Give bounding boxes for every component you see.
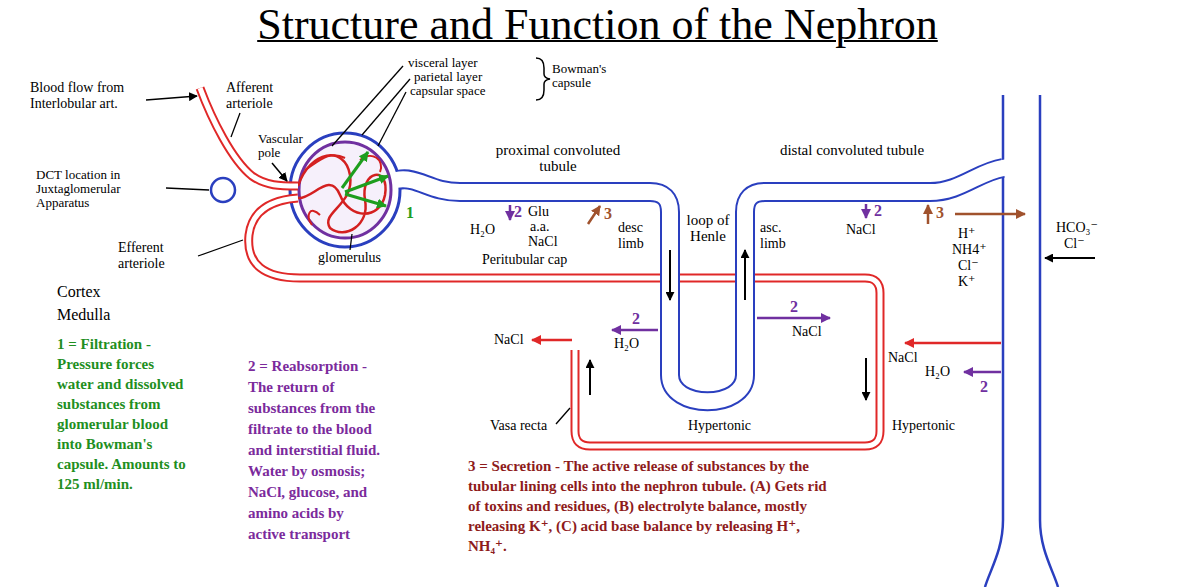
region-label: Medulla — [57, 305, 110, 325]
solute-label: H₂O — [470, 222, 495, 238]
solute-label: NaCl — [494, 332, 524, 348]
ion-label: NH4⁺ — [952, 242, 987, 258]
bicarbonate-arrow — [1045, 257, 1095, 259]
solute-label: NaCl — [792, 324, 822, 340]
nacl-arrow — [532, 339, 572, 342]
solute-label: a.a. — [530, 219, 549, 235]
reabsorption-arrow — [509, 205, 512, 220]
collecting-duct-wall — [1040, 95, 1058, 587]
anatomy-label: DCT location in Juxtaglomerular Apparatu… — [36, 168, 164, 210]
anatomy-label: distal convoluted tubule — [772, 142, 932, 158]
solute-label: H₂O — [614, 336, 639, 352]
reabsorption-arrow — [612, 329, 658, 332]
callout-number: 2 — [514, 203, 522, 221]
ion-label: H⁺ — [958, 226, 976, 242]
leader-line — [166, 188, 209, 190]
anatomy-label: Blood flow from Interlobular art. — [30, 80, 148, 112]
solute-label: NaCl — [528, 234, 558, 250]
callout-number: 2 — [980, 378, 988, 396]
reabsorption-arrow — [757, 317, 830, 320]
secretion-arrow — [588, 206, 600, 224]
secretion-arrow — [955, 213, 1025, 216]
reabsorption-arrow — [865, 204, 868, 218]
anatomy-label: Vasa recta — [490, 418, 547, 434]
callout-number: 2 — [790, 298, 798, 316]
region-label: Hypertonic — [892, 418, 955, 434]
secretion-arrow — [927, 205, 930, 224]
anatomy-label: Afferent arteriole — [226, 80, 298, 112]
region-label: Cortex — [57, 282, 101, 302]
anatomy-label: capsular space — [410, 84, 485, 98]
bowmans-capsule-visceral — [299, 142, 391, 238]
leader-line — [198, 240, 243, 256]
glomerulus-capillaries — [298, 155, 386, 232]
solute-label: H₂O — [925, 364, 950, 380]
note-text: 1 = Filtration - Pressure forces water a… — [57, 334, 187, 494]
pointer-arrow — [146, 96, 197, 100]
anatomy-label: Peritubular cap — [482, 252, 567, 268]
leader-line — [378, 92, 406, 146]
solute-label: Glu — [528, 204, 549, 220]
brace — [536, 58, 550, 100]
flow-arrow — [589, 360, 591, 395]
glomerulus-capillaries — [305, 155, 381, 225]
leader-line — [362, 79, 410, 135]
pointer-arrow — [272, 163, 287, 181]
nacl-arrow — [905, 342, 1001, 345]
note-text: 3 = Secretion - The active release of su… — [468, 456, 840, 556]
filtration-arrow — [345, 194, 386, 206]
callout-number: 2 — [632, 310, 640, 328]
leader-line — [231, 113, 240, 137]
filtration-arrow — [342, 152, 368, 188]
flow-arrow — [744, 250, 746, 300]
region-label: Hypertonic — [688, 418, 751, 434]
anatomy-label: visceral layer — [408, 56, 478, 70]
solute-label: NaCl — [846, 222, 876, 238]
flow-arrow — [669, 250, 671, 300]
flow-arrow — [865, 358, 867, 400]
anatomy-label: glomerulus — [318, 250, 381, 266]
anatomy-label: desc limb — [618, 220, 658, 252]
solute-label: NaCl — [888, 350, 918, 366]
leader-line — [332, 66, 403, 146]
callout-number: 3 — [604, 205, 612, 223]
callout-number: 2 — [874, 202, 882, 220]
anatomy-label: proximal convoluted tubule — [478, 142, 638, 174]
leader-line — [350, 234, 352, 250]
ion-label: Cl⁻ — [958, 258, 979, 274]
ion-label: K⁺ — [958, 274, 976, 290]
leader-line — [556, 408, 570, 424]
anatomy-label: Bowman's capsule — [552, 62, 616, 90]
callout-number: 3 — [936, 204, 944, 222]
title: Structure and Function of the Nephron — [0, 0, 1195, 50]
reabsorption-arrow — [964, 371, 1001, 374]
anatomy-label: asc. limb — [760, 220, 800, 252]
note-text: 2 = Reabsorption - The return of substan… — [248, 356, 384, 545]
juxtaglomerular-circle — [211, 178, 235, 202]
anatomy-label: loop of Henle — [685, 212, 731, 244]
ion-label: Cl⁻ — [1064, 236, 1085, 252]
renal-tubule-lumen — [396, 167, 1009, 401]
anatomy-label: Efferent arteriole — [118, 240, 196, 272]
anatomy-label: parietal layer — [414, 70, 482, 84]
bowmans-capsule-parietal — [290, 133, 400, 247]
anatomy-label: Vascular pole — [258, 132, 316, 160]
filtration-arrow — [345, 176, 388, 192]
renal-tubule-wall — [398, 168, 1003, 401]
callout-number: 1 — [406, 204, 414, 222]
ion-label: HCO₃⁻ — [1056, 220, 1098, 236]
